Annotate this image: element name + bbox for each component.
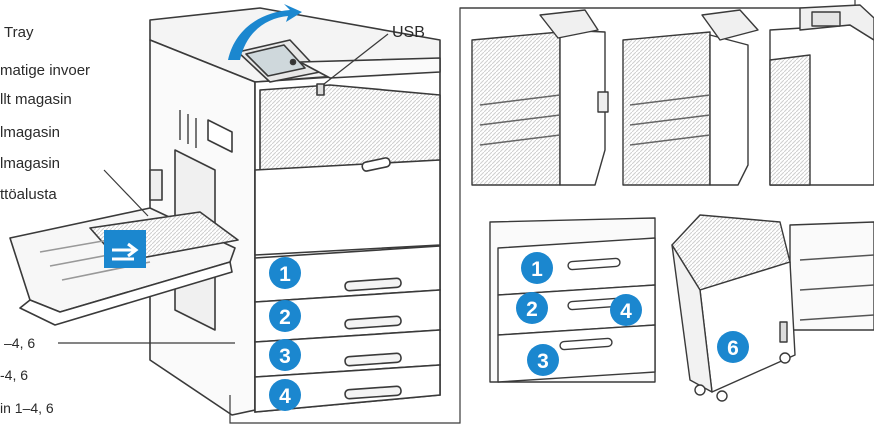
main-trays bbox=[254, 245, 441, 413]
label-trays-a: –4, 6 bbox=[4, 335, 36, 351]
alt-tray-number-1: 1 bbox=[531, 258, 543, 281]
main-tray-badges bbox=[269, 257, 301, 411]
tray-number-3: 3 bbox=[279, 345, 291, 368]
label-usb: USB bbox=[392, 24, 425, 41]
open-arrow-icon bbox=[228, 4, 302, 60]
finisher-2 bbox=[622, 9, 759, 186]
label-trays-c: in 1–4, 6 bbox=[0, 400, 54, 416]
tray-number-1: 1 bbox=[279, 263, 291, 286]
bypass-tray-arrow-icon bbox=[104, 230, 146, 268]
alt-tray-number-4: 4 bbox=[620, 300, 632, 323]
label-tray: Tray bbox=[4, 24, 34, 41]
alt-tray-number-3: 3 bbox=[537, 350, 549, 373]
alt-tray-badges bbox=[516, 252, 642, 376]
label-auto-feeder: matige invoer bbox=[0, 62, 91, 79]
tray-number-2: 2 bbox=[279, 306, 291, 329]
tray-number-4: 4 bbox=[279, 385, 291, 408]
label-tray-a: lmagasin bbox=[0, 124, 61, 141]
label-built-in-tray: llt magasin bbox=[0, 91, 72, 108]
label-tray-b: lmagasin bbox=[0, 155, 61, 172]
hcf-badge bbox=[717, 331, 749, 363]
alt-tray-number-2: 2 bbox=[526, 298, 538, 321]
hcf-tray-number-6: 6 bbox=[727, 337, 739, 360]
label-feed-tray: ttöalusta bbox=[0, 186, 57, 203]
label-trays-b: -4, 6 bbox=[0, 367, 29, 383]
high-capacity-feeder bbox=[671, 214, 874, 402]
finisher-1 bbox=[471, 9, 609, 186]
finisher-3 bbox=[769, 4, 874, 186]
